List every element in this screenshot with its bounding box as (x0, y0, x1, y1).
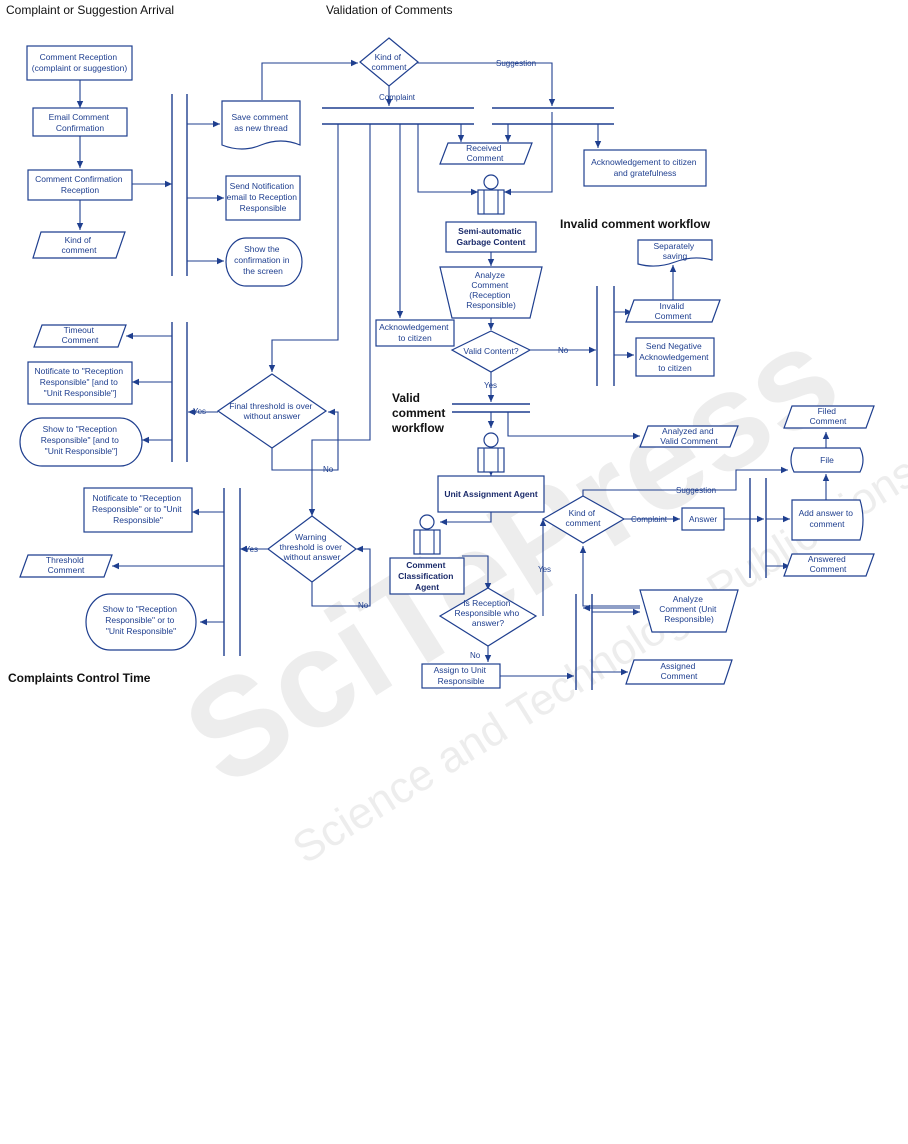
label-valid-no: No (470, 651, 481, 660)
node-notificate-and[interactable]: Notificate to "Reception Responsible" [a… (27, 361, 133, 405)
svg-text:Analyzed and Valid Comme: Analyzed and Valid Comment (660, 426, 718, 446)
svg-text:Final threshold is over: Final threshold is over without answer (229, 401, 315, 421)
node-separately-saving[interactable]: Separately saving (637, 239, 713, 267)
svg-text:Show the confirmation in: Show the confirmation in the screen (234, 244, 292, 276)
decision-final-threshold[interactable]: Final threshold is over without answer (216, 373, 328, 449)
svg-text:Acknowledgement to citizen: Acknowledgement to citizen and gratefuln… (591, 157, 699, 178)
node-answered-comment[interactable]: Answered Comment (783, 553, 875, 577)
node-show-or[interactable]: Show to "Reception Responsible" or to "U… (85, 593, 197, 651)
svg-text:Answer: Answer (689, 514, 718, 524)
decision-valid-kind[interactable]: Kind of comment (541, 495, 626, 544)
svg-text:Threshold Comment: Threshold Comment (46, 555, 86, 575)
svg-text:Comment Classification: Comment Classification Agent (398, 560, 456, 592)
svg-text:Unit Assignment Agent: Unit Assignment Agent (444, 489, 538, 499)
svg-text:Show to "Reception Respo: Show to "Reception Responsible" or to "U… (103, 604, 180, 636)
section-arrival-title: Complaint or Suggestion Arrival (6, 3, 174, 17)
section-control-title: Complaints Control Time (8, 671, 151, 685)
svg-text:Save comment as new thre: Save comment as new thread (231, 112, 290, 133)
section-invalid-title: Invalid comment workflow (560, 217, 711, 231)
svg-text:Answered Comment: Answered Comment (808, 554, 848, 574)
decision-validation-kind[interactable]: Kind of comment (359, 37, 419, 87)
label-valid-yes: Yes (538, 565, 551, 574)
node-invalid-comment[interactable]: Invalid Comment (625, 299, 721, 323)
node-add-answer[interactable]: Add answer to comment (791, 499, 864, 541)
decision-valid-content[interactable]: Valid Content? (450, 330, 532, 373)
node-threshold-comment[interactable]: Threshold Comment (19, 554, 113, 578)
node-analyze-unit[interactable]: Analyze Comment (Unit Responsible) (639, 589, 739, 633)
label-valid-complaint: Complaint (631, 515, 668, 524)
svg-text:Timeout Comment: Timeout Comment (62, 325, 99, 345)
label-control-no-2: No (358, 601, 369, 610)
svg-text:Filed Comment: Filed Comment (810, 406, 847, 426)
label-validation-yes: Yes (484, 381, 497, 390)
svg-text:Show to "Reception Respo: Show to "Reception Responsible" [and to … (41, 424, 122, 456)
node-answer[interactable]: Answer (681, 507, 725, 531)
section-valid-title: Valid comment workflow (391, 391, 449, 435)
node-assign-unit[interactable]: Assign to Unit Responsible (421, 663, 501, 689)
node-show-confirmation[interactable]: Show the confirmation in the screen (225, 237, 303, 287)
node-file[interactable]: File (790, 447, 864, 473)
svg-text:Kind of comment: Kind of comment (372, 52, 408, 72)
node-comment-reception[interactable]: Comment Reception (complaint or suggesti… (26, 45, 133, 81)
svg-text:Analyze Comment (Unit: Analyze Comment (Unit Responsible) (659, 594, 719, 624)
node-timeout-comment[interactable]: Timeout Comment (33, 324, 127, 348)
svg-text:Semi-automatic Garbage C: Semi-automatic Garbage Content (457, 226, 526, 247)
svg-text:Assigned Comment: Assigned Comment (660, 661, 698, 681)
node-email-confirmation[interactable]: Email Comment Confirmation (32, 107, 128, 137)
svg-text:Kind of comment: Kind of comment (566, 508, 602, 528)
sync-bars (171, 94, 767, 690)
node-analyzed-valid[interactable]: Analyzed and Valid Comment (639, 425, 739, 448)
svg-text:File: File (820, 455, 834, 465)
decision-warning-threshold[interactable]: Warning threshold is over without answer (267, 515, 357, 583)
node-save-comment[interactable]: Save comment as new thread (221, 100, 301, 150)
svg-text:Analyze Comment (R: Analyze Comment (Reception Responsible) (466, 270, 516, 310)
connectors (76, 59, 830, 680)
node-notificate-or[interactable]: Notificate to "Reception Responsible" or… (83, 487, 193, 533)
label-control-yes-2: Yes (245, 545, 258, 554)
node-filed-comment[interactable]: Filed Comment (783, 405, 875, 429)
decision-reception-answer[interactable]: Is Reception Responsible who answer? (438, 587, 538, 647)
node-send-notification[interactable]: Send Notification email to Reception Res… (225, 175, 301, 221)
svg-text:Warning threshold is ove: Warning threshold is over without answer (280, 532, 345, 562)
svg-text:Add answer to comment: Add answer to comment (799, 508, 856, 529)
svg-text:Separately saving: Separately saving (653, 241, 696, 261)
node-show-and[interactable]: Show to "Reception Responsible" [and to … (19, 417, 143, 467)
node-confirmation-reception[interactable]: Comment Confirmation Reception (27, 169, 133, 201)
agent-garbage-content[interactable]: Semi-automatic Garbage Content (445, 174, 537, 253)
agent-unit-assignment[interactable]: Unit Assignment Agent (437, 432, 545, 513)
label-validation-suggestion: Suggestion (496, 59, 536, 68)
node-acknowledgement-citizen[interactable]: Acknowledgement to citizen (375, 319, 455, 347)
label-control-no: No (323, 465, 334, 474)
label-validation-no: No (558, 346, 569, 355)
svg-text:Notificate to "Reception: Notificate to "Reception Responsible" or… (92, 493, 184, 525)
svg-text:Kind of comment: Kind of comment (62, 235, 98, 255)
svg-text:Received Comment: Received Comment (466, 143, 504, 163)
node-analyze-reception[interactable]: Analyze Comment (Reception Responsible) (439, 266, 543, 319)
label-valid-suggestion: Suggestion (676, 486, 716, 495)
node-assigned-comment[interactable]: Assigned Comment (625, 659, 733, 685)
label-validation-complaint: Complaint (379, 93, 416, 102)
svg-text:Notificate to "Reception: Notificate to "Reception Responsible" [a… (35, 366, 126, 398)
node-negative-acknowledgement[interactable]: Send Negative Acknowledgement to citizen (635, 337, 715, 377)
svg-text:Email Comment Confirmati: Email Comment Confirmation (49, 112, 112, 133)
svg-text:Is Reception Responsible: Is Reception Responsible who answer? (454, 598, 521, 628)
svg-text:Comment Confirmation Rec: Comment Confirmation Reception (35, 174, 125, 195)
svg-text:Send Negative Acknowledg: Send Negative Acknowledgement to citizen (639, 341, 711, 373)
svg-text:Valid Content?: Valid Content? (463, 346, 518, 356)
node-arrival-kind-of-comment[interactable]: Kind of comment (32, 231, 126, 259)
node-received-comment[interactable]: Received Comment (439, 142, 533, 165)
svg-text:Acknowledgement to citiz: Acknowledgement to citizen (379, 322, 451, 343)
svg-text:Send Notification email: Send Notification email to Reception Res… (227, 181, 300, 213)
svg-text:Comment Reception (compl: Comment Reception (complaint or suggesti… (32, 52, 128, 73)
agent-comment-classification[interactable]: Comment Classification Agent (389, 514, 465, 595)
section-validation-title: Validation of Comments (326, 3, 453, 17)
label-control-yes: Yes (193, 407, 206, 416)
node-acknowledgement-gratefulness[interactable]: Acknowledgement to citizen and gratefuln… (583, 149, 707, 187)
svg-text:Assign to Unit Responsib: Assign to Unit Responsible (434, 665, 489, 686)
svg-text:Invalid Comment: Invalid Comment (655, 301, 692, 321)
